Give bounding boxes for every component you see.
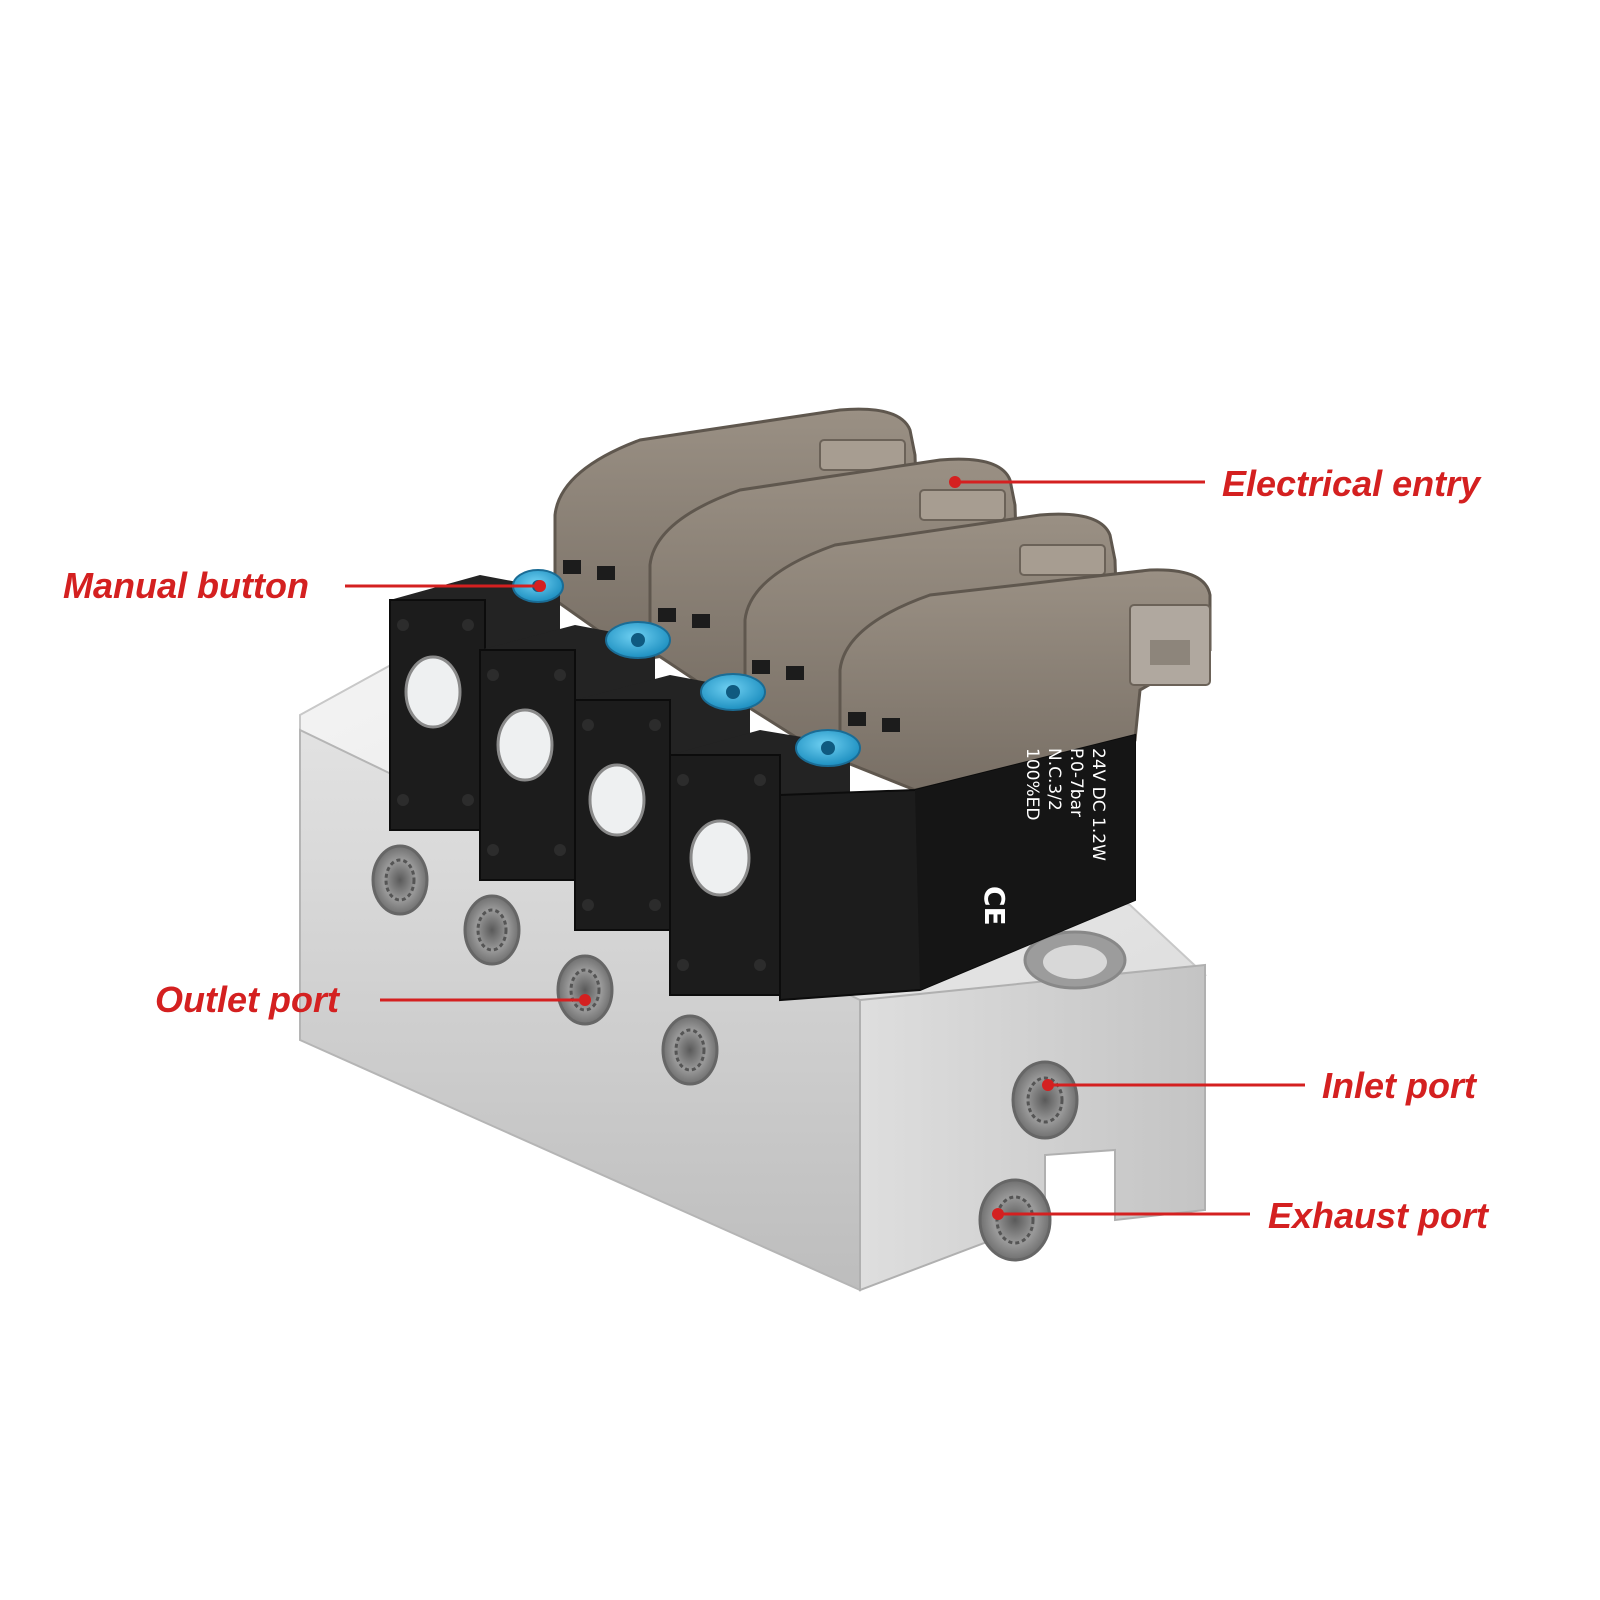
- callout-inlet-port: Inlet port: [1322, 1065, 1478, 1106]
- outlet-port-hole: [463, 894, 521, 966]
- callout-outlet-port: Outlet port: [155, 979, 341, 1020]
- valve-stack: [389, 407, 1212, 1002]
- valve-unit: [669, 568, 1212, 1002]
- spec-line-pressure: P.0-7bar: [1066, 748, 1086, 817]
- outlet-port-hole: [556, 954, 614, 1026]
- leader-dot-outlet-port: [579, 994, 591, 1006]
- inlet-port-hole: [1011, 1060, 1079, 1140]
- spec-line-function: N.C.3/2: [1044, 748, 1064, 811]
- callout-manual-button: Manual button: [63, 565, 309, 606]
- ce-mark: CE: [978, 886, 1011, 926]
- callout-exhaust-port: Exhaust port: [1268, 1195, 1490, 1236]
- callout-electrical-entry: Electrical entry: [1222, 463, 1482, 504]
- callouts: Electrical entry Manual button Outlet po…: [63, 463, 1490, 1236]
- leader-dot-exhaust-port: [992, 1208, 1004, 1220]
- outlet-port-hole: [661, 1014, 719, 1086]
- spec-line-voltage-power: 24V DC 1.2W: [1088, 748, 1108, 861]
- outlet-ports: [371, 844, 719, 1086]
- leader-dot-manual-button: [534, 580, 546, 592]
- outlet-port-hole: [371, 844, 429, 916]
- leader-dot-electrical-entry: [949, 476, 961, 488]
- exhaust-port-hole: [978, 1178, 1052, 1262]
- coil-spec-label: 24V DC 1.2W P.0-7bar N.C.3/2 100%ED CE: [978, 748, 1108, 926]
- leader-dot-inlet-port: [1042, 1079, 1054, 1091]
- spec-line-duty: 100%ED: [1022, 748, 1042, 820]
